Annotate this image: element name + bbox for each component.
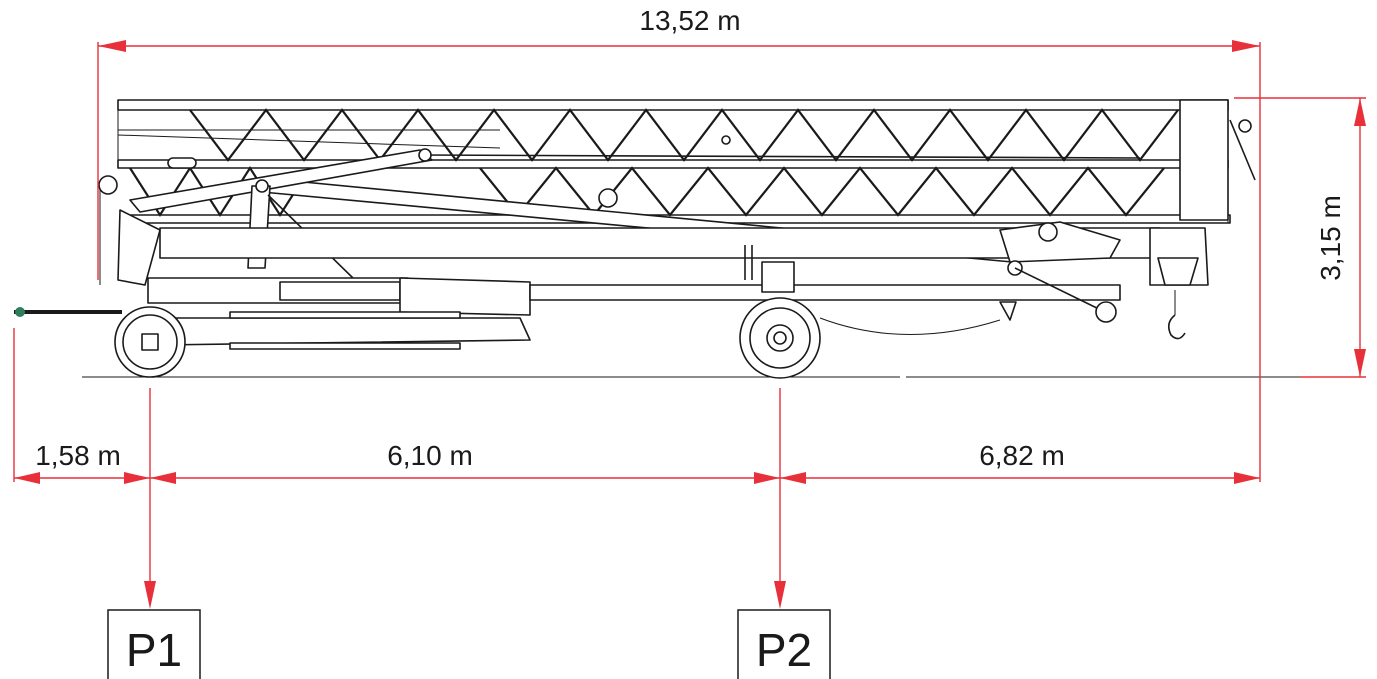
jib-truss bbox=[117, 99, 1231, 224]
chassis-frame bbox=[147, 227, 1161, 350]
rear-overhang-label: 6,82 m bbox=[979, 440, 1065, 471]
front-overhang-label: 1,58 m bbox=[35, 440, 121, 471]
p1-label: P1 bbox=[126, 624, 182, 676]
jib-pivot bbox=[598, 188, 618, 208]
p2-label: P2 bbox=[756, 624, 812, 676]
height-dimension: 3,15 m bbox=[1234, 97, 1366, 378]
axle-dimension-chain: 1,58 m 6,10 m 6,82 m bbox=[13, 328, 1260, 484]
load-point-p2: P2 bbox=[737, 482, 831, 679]
rear-wheel bbox=[739, 297, 821, 379]
front-wheel bbox=[114, 306, 186, 378]
load-point-p1: P1 bbox=[107, 482, 201, 679]
rear-axle bbox=[744, 245, 795, 293]
hook-block bbox=[1149, 99, 1256, 340]
height-label: 3,15 m bbox=[1315, 195, 1346, 281]
mast-head bbox=[98, 175, 161, 286]
overall-length-label: 13,52 m bbox=[639, 5, 740, 36]
wheelbase-label: 6,10 m bbox=[387, 440, 473, 471]
overall-length-dimension: 13,52 m bbox=[97, 5, 1261, 482]
rear-linkage bbox=[999, 221, 1121, 323]
crane-illustration bbox=[14, 99, 1360, 379]
tow-drawbar bbox=[14, 307, 122, 317]
